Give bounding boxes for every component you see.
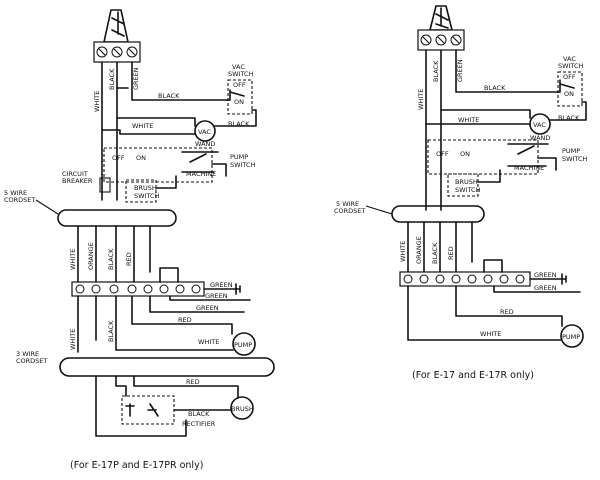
vac-motor: VAC	[194, 120, 216, 142]
wire-label-black: BLACK	[431, 242, 439, 264]
five-wire-cordset	[57, 209, 177, 227]
pump-switch-machine-label: MACHINE	[186, 170, 216, 178]
brush-motor: BRUSH	[230, 396, 254, 420]
wire-label-red: RED	[447, 246, 455, 260]
cordset-5-label: CORDSET	[334, 207, 365, 215]
wire-label-green: GREEN	[205, 292, 228, 300]
brush-switch-label: SWITCH	[455, 186, 481, 194]
pump-label: PUMP	[234, 341, 252, 349]
wire-label-white: WHITE	[417, 89, 425, 110]
power-plug	[429, 5, 453, 31]
pump-switch: OFF ON WAND MACHINE	[427, 134, 550, 175]
vac-switch-off-label: OFF	[233, 81, 246, 89]
left-wiring-diagram: WHITE BLACK GREEN BLACK VAC SWITCH OFF O…	[4, 9, 275, 471]
right-diagram-caption: (For E-17 and E-17R only)	[412, 370, 534, 381]
cordset-5-label: 5 WIRE	[336, 200, 359, 208]
vac-switch-label: SWITCH	[558, 62, 584, 70]
pump-switch-label: PUMP	[230, 153, 248, 161]
vac-motor-label: VAC	[533, 121, 546, 129]
pump-switch-machine-label: MACHINE	[514, 164, 544, 172]
wire-label-green: GREEN	[534, 271, 557, 279]
pump-motor: PUMP	[232, 332, 256, 356]
five-wire-cordset	[391, 205, 485, 223]
wire-label-green: GREEN	[132, 67, 140, 90]
pump-switch-on-label: ON	[136, 154, 146, 162]
wire-label-green: GREEN	[456, 59, 464, 82]
pump-switch-off-label: OFF	[436, 150, 449, 158]
vac-switch-off-label: OFF	[563, 73, 576, 81]
wire-label-orange: ORANGE	[415, 236, 423, 264]
brush-switch: BRUSH SWITCH	[125, 179, 160, 203]
circuit-breaker	[99, 177, 111, 193]
wire-label-orange: ORANGE	[87, 242, 95, 270]
wire-label-white: WHITE	[93, 91, 101, 112]
pump-switch-label: SWITCH	[230, 161, 256, 169]
wire-label-green: GREEN	[534, 284, 557, 292]
wire-label-red: RED	[178, 316, 192, 324]
vac-switch: VAC SWITCH OFF ON	[227, 63, 254, 115]
wire-label-white: WHITE	[132, 122, 153, 130]
vac-switch-label: VAC	[232, 63, 245, 71]
circuit-breaker-label: CIRCUIT	[62, 170, 88, 178]
wire-label-white: WHITE	[69, 329, 77, 350]
vac-switch-label: SWITCH	[228, 70, 254, 78]
right-wiring-diagram: WHITE BLACK GREEN BLACK VAC SWITCH OFF O…	[334, 5, 588, 381]
brush-switch: BRUSH SWITCH	[447, 173, 481, 197]
wire-label-white: WHITE	[480, 330, 501, 338]
wire-label-black: BLACK	[107, 320, 115, 342]
brush-switch-label: BRUSH	[134, 184, 157, 192]
wire-label-white: WHITE	[458, 116, 479, 124]
rectifier-label: RECTIFIER	[182, 420, 216, 428]
pump-switch-off-label: OFF	[112, 154, 125, 162]
wire-label-black: BLACK	[158, 92, 180, 100]
terminal-strip	[399, 271, 531, 287]
wire-label-black: BLACK	[107, 248, 115, 270]
cordset-3-label: CORDSET	[16, 357, 47, 365]
wire-label-white: WHITE	[399, 241, 407, 262]
wire-label-red: RED	[125, 252, 133, 266]
vac-switch-on-label: ON	[564, 90, 574, 98]
wire-label-black: BLACK	[484, 84, 506, 92]
wire-label-black: BLACK	[188, 410, 210, 418]
circuit-breaker-label: BREAKER	[62, 177, 93, 185]
wire-label-black: BLACK	[108, 68, 116, 90]
wire-label-white: WHITE	[69, 249, 77, 270]
pump-switch: OFF ON WAND MACHINE	[103, 140, 219, 183]
pump-switch-on-label: ON	[460, 150, 470, 158]
plug-terminal-block	[417, 29, 465, 51]
three-wire-cordset	[59, 357, 275, 377]
wire-label-green: GREEN	[196, 304, 219, 312]
wire-label-black: BLACK	[432, 60, 440, 82]
brush-switch-label: SWITCH	[134, 192, 160, 200]
wire-label-red: RED	[500, 308, 514, 316]
cordset-5-label: 5 WIRE	[4, 189, 27, 197]
vac-motor: VAC	[529, 113, 551, 135]
vac-switch-label: VAC	[563, 55, 576, 63]
vac-switch-on-label: ON	[234, 98, 244, 106]
wire-label-black: BLACK	[558, 114, 580, 122]
wire-label-white: WHITE	[198, 338, 219, 346]
wire-label-red: RED	[186, 378, 200, 386]
power-plug	[103, 9, 129, 43]
vac-switch: VAC SWITCH OFF ON	[557, 55, 584, 107]
pump-motor: PUMP	[560, 324, 584, 348]
vac-motor-label: VAC	[198, 128, 211, 136]
pump-switch-label: PUMP	[562, 147, 580, 155]
pump-label: PUMP	[562, 333, 580, 341]
pump-switch-wand-label: WAND	[195, 140, 215, 148]
cordset-3-label: 3 WIRE	[16, 350, 39, 358]
pump-switch-label: SWITCH	[562, 155, 588, 163]
cordset-5-label: CORDSET	[4, 196, 35, 204]
terminal-strip	[71, 281, 205, 297]
wire-label-green: GREEN	[210, 281, 233, 289]
brush-label: BRUSH	[231, 405, 254, 413]
plug-terminal-block	[93, 41, 141, 63]
pump-switch-wand-label: WAND	[530, 134, 550, 142]
wire-label-black: BLACK	[228, 120, 250, 128]
left-diagram-caption: (For E-17P and E-17PR only)	[70, 460, 203, 471]
brush-switch-label: BRUSH	[455, 178, 478, 186]
